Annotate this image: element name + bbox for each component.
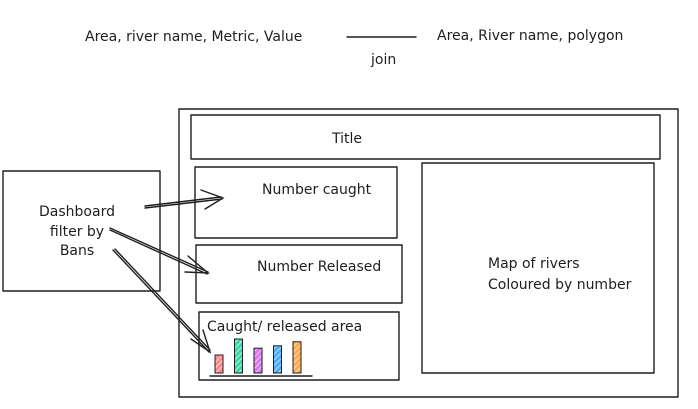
filter-note-line-2: filter by xyxy=(50,224,104,240)
arrow-to-area-chart xyxy=(112,248,212,354)
mini-bar-outline xyxy=(253,347,263,374)
filter-note-line-3: Bans xyxy=(60,243,94,259)
map-label-line-1: Map of rivers xyxy=(488,256,580,272)
filter-note-box xyxy=(2,170,161,292)
mini-bar-outline xyxy=(273,345,282,374)
left-fields-label: Area, river name, Metric, Value xyxy=(85,29,302,45)
map-label-line-2: Coloured by number xyxy=(488,277,632,293)
map-box xyxy=(421,162,655,374)
filter-note-line-1: Dashboard xyxy=(39,204,115,220)
number-released-label: Number Released xyxy=(257,259,381,275)
title-label: Title xyxy=(331,131,362,147)
title-box xyxy=(190,114,661,160)
arrow-to-number-caught xyxy=(144,189,225,210)
number-caught-label: Number caught xyxy=(262,182,372,198)
dashboard-frame xyxy=(178,108,679,398)
mini-bar-outline xyxy=(214,354,224,374)
mini-bar-outline xyxy=(292,341,302,374)
area-chart-label: Caught/ released area xyxy=(207,319,362,335)
number-released-box xyxy=(195,244,403,304)
join-label: join xyxy=(370,52,396,68)
right-fields-label: Area, River name, polygon xyxy=(437,28,623,44)
area-chart-box xyxy=(198,311,400,381)
mini-bar-chart xyxy=(214,338,302,374)
number-caught-box xyxy=(194,166,398,239)
arrow-to-number-released xyxy=(109,227,211,275)
mini-bar-outline xyxy=(234,338,243,374)
